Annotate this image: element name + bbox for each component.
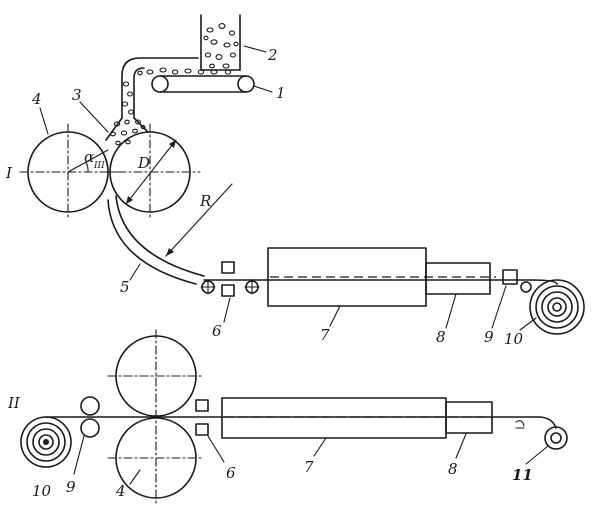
scheme-one: I 2 1 3 4 5 6 7 8 9 10 α III D R: [5, 14, 585, 348]
coil-bottom: [20, 416, 79, 468]
angle-label: α: [84, 148, 94, 166]
label-furnace-bottom: 7: [304, 458, 314, 476]
furnace-top: [267, 247, 496, 307]
cooler-bottom: [445, 401, 493, 434]
stand-bottom: [80, 396, 100, 438]
label-coil-bottom: 10: [32, 482, 52, 500]
rollers-bottom: [195, 399, 209, 436]
leaders-top: [39, 45, 537, 331]
belt-conveyor: [146, 67, 255, 93]
angle-subscript: III: [93, 161, 105, 171]
coil-top: [529, 279, 585, 335]
label-roll-bottom: 4: [115, 482, 126, 500]
winder: [544, 426, 568, 450]
furnace-bottom: [221, 397, 492, 439]
scheme-two: II 10 9 4 6 7 8 11: [7, 329, 568, 507]
feed-chute: [105, 57, 199, 146]
label-guide: 5: [120, 278, 130, 296]
radius-label: R: [199, 192, 211, 210]
strip-guide: [107, 183, 233, 285]
label-stand-bottom: 9: [66, 478, 76, 496]
strip-line-bottom: [77, 416, 557, 429]
leaders-bottom: [73, 433, 549, 485]
stand-top: [502, 269, 532, 293]
label-roll-top: 4: [31, 90, 42, 108]
label-furnace-top: 7: [320, 326, 330, 344]
roll-right: [101, 123, 201, 221]
guide-mark: [515, 420, 525, 429]
rolls-bottom: [107, 329, 205, 507]
section-label-top: I: [5, 164, 13, 182]
cooler-top: [425, 262, 491, 295]
label-conveyor: 2: [267, 46, 278, 64]
diameter-label: D: [137, 154, 150, 172]
rollers-top: [200, 261, 260, 297]
label-rollers-bottom: 6: [226, 464, 236, 482]
label-belt: 1: [276, 84, 286, 102]
label-winder: 11: [512, 466, 533, 484]
hopper: [200, 14, 241, 71]
label-cooler-top: 8: [436, 328, 446, 346]
label-stand-top: 9: [484, 328, 494, 346]
section-label-bottom: II: [7, 394, 21, 412]
label-gap: 3: [72, 86, 82, 104]
label-coil-top: 10: [504, 330, 524, 348]
label-rollers-top: 6: [212, 322, 222, 340]
label-cooler-bottom: 8: [448, 460, 458, 478]
